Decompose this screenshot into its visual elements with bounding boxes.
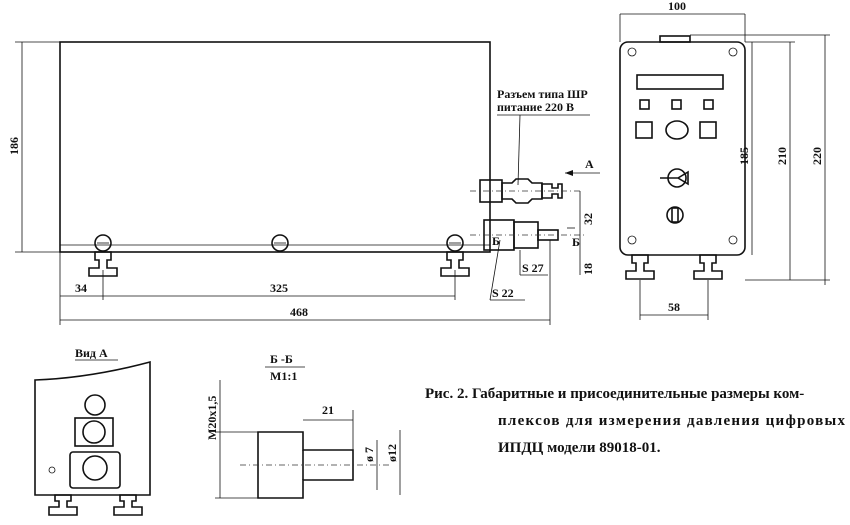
view-a: Вид А (34, 346, 151, 516)
view-arrow-a: A (585, 157, 594, 171)
section-title: Б -Б (270, 352, 293, 366)
dim-220: 220 (810, 147, 824, 165)
thread-label: M20x1,5 (205, 396, 219, 440)
section-b-b: Б -Б М1:1 M20x1,5 21 ø 7 ø12 (205, 352, 401, 499)
power-connector (470, 178, 580, 204)
front-panel (619, 41, 746, 256)
figure-caption: Рис. 2. Габаритные и присоединительные р… (425, 386, 846, 456)
device-body (59, 41, 491, 253)
dim-100: 100 (668, 0, 686, 13)
connector-label-2: питание 220 В (497, 100, 574, 114)
dim-21: 21 (322, 403, 334, 417)
view-a-title: Вид А (75, 346, 108, 360)
screw-icon (94, 234, 464, 252)
dim-32: 32 (581, 213, 595, 225)
dim-d12: ø12 (385, 444, 399, 462)
caption-line-1: Рис. 2. Габаритные и присоединительные р… (425, 386, 804, 402)
caption-line-2: плексов для измерения давления цифровых (498, 413, 846, 429)
connector-label-1: Разъем типа ШР (497, 87, 588, 101)
foot-icon (88, 251, 470, 277)
dim-58: 58 (668, 300, 680, 314)
button-icons (635, 99, 717, 140)
display (636, 74, 724, 90)
pressure-fitting (470, 219, 585, 251)
section-mark: Б (572, 235, 580, 249)
dim-325: 325 (270, 281, 288, 295)
dim-186: 186 (7, 137, 21, 155)
dim-185: 185 (737, 147, 751, 165)
dim-468: 468 (290, 305, 308, 319)
dim-d7: ø 7 (362, 447, 376, 462)
side-view: 186 Разъем типа ШР питание 220 В (7, 41, 600, 325)
toggle-icon (666, 206, 684, 224)
section-mark-2: Б (492, 234, 500, 248)
dim-34: 34 (75, 281, 87, 295)
wrench-s22: S 22 (492, 286, 514, 300)
dim-18: 18 (581, 263, 595, 275)
dim-210: 210 (775, 147, 789, 165)
wrench-s27: S 27 (522, 261, 544, 275)
switch-icon (660, 170, 689, 186)
caption-line-3: ИПДЦ модели 89018-01. (498, 440, 661, 456)
front-view: 100 185 210 220 58 (619, 0, 830, 320)
section-scale: М1:1 (270, 369, 297, 383)
